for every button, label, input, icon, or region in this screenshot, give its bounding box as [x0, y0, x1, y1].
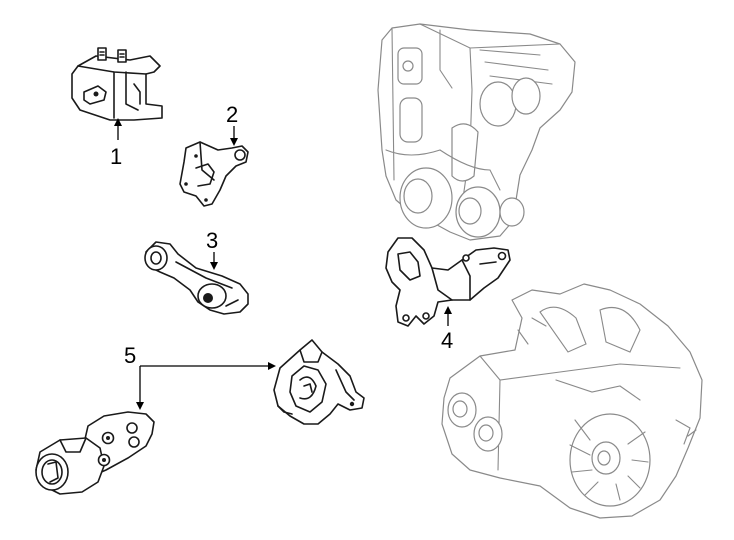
arrow-5-right — [268, 362, 276, 370]
callout-labels: 1 2 3 4 5 — [110, 102, 453, 368]
arrow-1 — [114, 118, 122, 126]
callout-2: 2 — [226, 102, 238, 127]
callout-1: 1 — [110, 144, 122, 169]
part-4-support-bracket — [385, 237, 511, 327]
arrow-2 — [230, 138, 238, 146]
callout-3: 3 — [206, 228, 218, 253]
part-5-transmission-mount-left — [35, 411, 155, 495]
engine-block — [377, 23, 576, 241]
part-3-torque-rod — [144, 241, 249, 315]
callout-5: 5 — [124, 343, 136, 368]
arrow-4 — [444, 306, 452, 314]
part-5-transmission-mount-right — [273, 339, 365, 425]
callout-4: 4 — [441, 328, 453, 353]
transmission-housing — [441, 283, 703, 519]
callout-leaders — [114, 118, 452, 410]
arrow-3 — [210, 262, 218, 270]
part-1-engine-mount — [71, 47, 163, 121]
part-2-mount-bracket — [179, 141, 249, 207]
arrow-5-left — [136, 402, 144, 410]
